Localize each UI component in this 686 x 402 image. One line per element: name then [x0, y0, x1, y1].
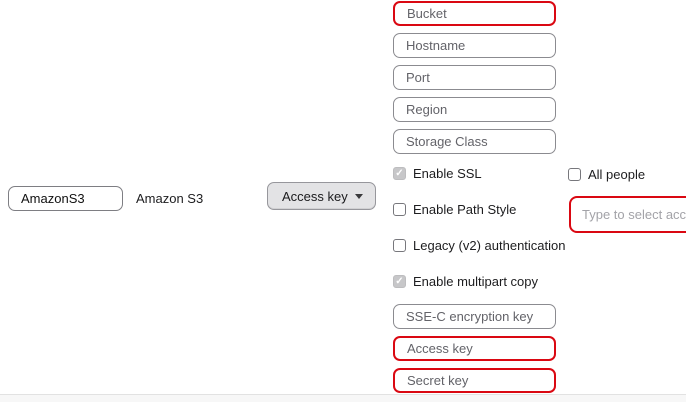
select-account-input[interactable] — [569, 196, 686, 233]
access-key-input[interactable] — [393, 336, 556, 361]
protocol-id-input[interactable] — [8, 186, 123, 211]
enable-path-style-option[interactable]: Enable Path Style — [393, 202, 516, 217]
auth-method-dropdown[interactable]: Access key — [267, 182, 376, 210]
enable-ssl-label: Enable SSL — [413, 166, 482, 181]
region-input[interactable] — [393, 97, 556, 122]
storage-class-input[interactable] — [393, 129, 556, 154]
enable-path-style-label: Enable Path Style — [413, 202, 517, 217]
secret-key-input[interactable] — [393, 368, 556, 393]
enable-ssl-checkbox[interactable] — [393, 167, 406, 180]
enable-multipart-copy-label: Enable multipart copy — [413, 274, 539, 289]
port-input[interactable] — [393, 65, 556, 90]
all-people-label: All people — [588, 167, 646, 182]
enable-multipart-copy-option[interactable]: Enable multipart copy — [393, 274, 538, 289]
enable-multipart-copy-checkbox[interactable] — [393, 275, 406, 288]
protocol-name-label: Amazon S3 — [136, 191, 204, 206]
hostname-input[interactable] — [393, 33, 556, 58]
legacy-v2-auth-checkbox[interactable] — [393, 239, 406, 252]
chevron-down-icon — [355, 193, 363, 199]
auth-method-selected-value: Access key — [282, 188, 348, 204]
bottom-strip — [0, 395, 686, 402]
enable-ssl-option[interactable]: Enable SSL — [393, 166, 482, 181]
enable-path-style-checkbox[interactable] — [393, 203, 406, 216]
ssec-encryption-key-input[interactable] — [393, 304, 556, 329]
legacy-v2-auth-label: Legacy (v2) authentication — [413, 238, 566, 253]
bucket-input[interactable] — [393, 1, 556, 26]
bottom-divider — [0, 394, 686, 395]
legacy-v2-auth-option[interactable]: Legacy (v2) authentication — [393, 238, 565, 253]
all-people-checkbox[interactable] — [568, 168, 581, 181]
all-people-option[interactable]: All people — [568, 167, 645, 182]
